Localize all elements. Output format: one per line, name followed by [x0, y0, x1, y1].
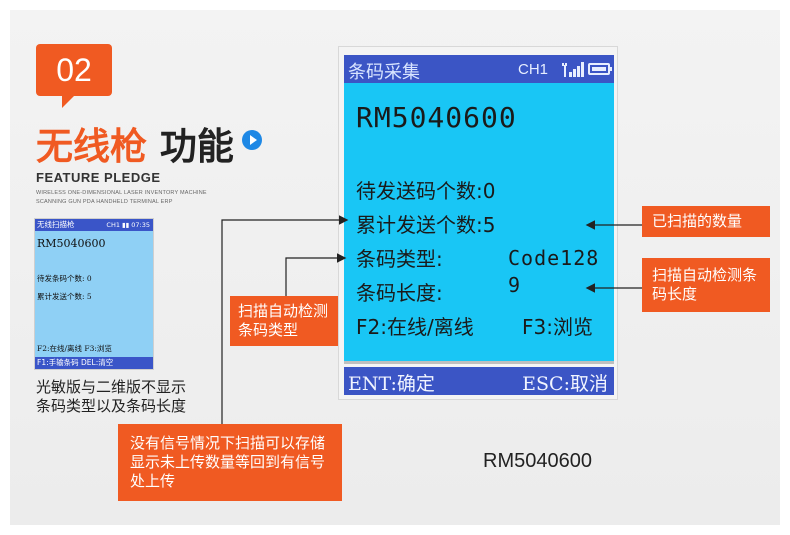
barcode-type-label: 条码类型:	[356, 247, 443, 271]
signal-icon	[562, 62, 584, 77]
sent-count: 累计发送个数:5	[356, 213, 496, 237]
feature-subtitle-2: SCANNING GUN PDA HANDHELD TERMINAL ERP	[36, 199, 173, 205]
mini-fkeys: F2:在线/离线 F3:浏览	[37, 344, 112, 353]
page-title: 无线枪 功能	[36, 116, 234, 170]
feature-title: FEATURE PLEDGE	[36, 170, 161, 185]
play-icon	[242, 130, 262, 150]
escape-key-hint: ESC:取消	[522, 373, 608, 395]
battery-icon	[588, 63, 612, 75]
mini-pending: 待发条码个数: 0	[37, 274, 92, 283]
pending-count: 待发送码个数:0	[356, 179, 496, 203]
device-title: 条码采集	[348, 62, 420, 83]
callout-scanned-count: 已扫描的数量	[642, 206, 770, 237]
scanner-device: 条码采集 CH1 RM5040600 待发送码个数:0 累计发送个数:5 条码类…	[338, 46, 618, 400]
mini-title-bar: 无线扫描枪 CH1 ▮▮ 07:35	[35, 219, 153, 231]
channel-label: CH1	[518, 61, 549, 78]
mini-device-screen: 无线扫描枪 CH1 ▮▮ 07:35 RM5040600 待发条码个数: 0 累…	[34, 218, 154, 370]
feature-subtitle-1: WIRELESS ONE-DIMENSIONAL LASER INVENTORY…	[36, 190, 207, 196]
title-highlight: 无线枪	[36, 125, 147, 168]
callout-auto-length: 扫描自动检测条码长度	[642, 258, 770, 312]
mini-sent: 累计发送个数: 5	[37, 292, 92, 301]
device-footer-bar: ENT:确定 ESC:取消	[344, 367, 614, 395]
barcode-type-value-wrap: 9	[508, 273, 522, 297]
mini-status: CH1 ▮▮ 07:35	[106, 221, 150, 229]
f2-key-hint: F2:在线/离线	[356, 315, 474, 339]
model-label: RM5040600	[483, 450, 592, 472]
callout-auto-type: 扫描自动检测条码类型	[230, 296, 338, 346]
scanned-barcode: RM5040600	[356, 101, 517, 134]
barcode-length-label: 条码长度:	[356, 281, 443, 305]
mini-body: RM5040600 待发条码个数: 0 累计发送个数: 5 F2:在线/离线 F…	[35, 231, 153, 357]
caption-text: 光敏版与二维版不显示条码类型以及条码长度	[36, 378, 187, 415]
barcode-type-value: Code128	[508, 246, 600, 270]
mini-title: 无线扫描枪	[37, 220, 75, 229]
device-title-bar: 条码采集 CH1	[344, 55, 614, 83]
callout-offline-storage: 没有信号情况下扫描可以存储显示未上传数量等回到有信号处上传	[118, 424, 342, 501]
section-number-badge: 02	[36, 44, 112, 96]
mini-barcode: RM5040600	[37, 237, 106, 250]
mini-footer: F1:手输条码 DEL:清空	[35, 357, 153, 369]
f3-key-hint: F3:浏览	[522, 315, 593, 339]
enter-key-hint: ENT:确定	[348, 373, 435, 395]
title-rest: 功能	[159, 125, 234, 168]
badge-pointer	[62, 94, 76, 108]
device-screen: RM5040600 待发送码个数:0 累计发送个数:5 条码类型: Code12…	[344, 83, 614, 364]
